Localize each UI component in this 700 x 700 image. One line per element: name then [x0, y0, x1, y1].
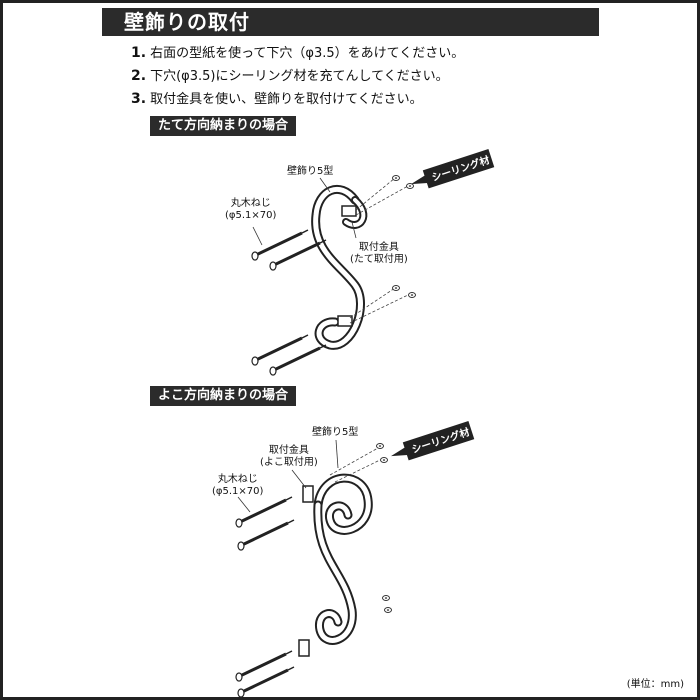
horizontal-hole-3 — [382, 595, 390, 601]
step-1-number: 1. — [131, 45, 147, 61]
section-label-horizontal: よこ方向納まりの場合 — [150, 386, 297, 406]
horizontal-hole-4 — [384, 607, 392, 613]
horizontal-screw-3 — [234, 649, 294, 683]
vertical-screw-1 — [250, 228, 310, 262]
page-title: 壁飾りの取付 — [102, 8, 599, 36]
vertical-bracket-note: (たて取付用) — [350, 254, 408, 265]
vertical-hole-2 — [406, 183, 414, 189]
horizontal-screw-1 — [234, 495, 294, 529]
vertical-hole-1 — [392, 175, 400, 181]
horizontal-diagram: シーリング材 — [234, 421, 475, 699]
vertical-scroll-fill — [313, 186, 363, 348]
horizontal-bracket-name: 取付金具 — [268, 445, 309, 456]
horizontal-bracket-top — [302, 485, 314, 503]
vertical-screw-name: 丸木ねじ — [230, 198, 271, 209]
horizontal-sealant-tube: シーリング材 — [390, 421, 475, 461]
vertical-screw-3 — [250, 333, 310, 367]
step-2: 2.下穴(φ3.5)にシーリング材を充てんしてください。 — [131, 68, 449, 85]
horizontal-bracket-note: (よこ取付用) — [260, 457, 318, 468]
horizontal-bracket-callout: 取付金具 (よこ取付用) — [260, 445, 318, 469]
vertical-bracket-callout: 取付金具 (たて取付用) — [350, 242, 408, 266]
horizontal-screw-name: 丸木ねじ — [217, 474, 258, 485]
unit-note: (単位：mm) — [626, 679, 684, 690]
horizontal-hole-2 — [380, 457, 388, 463]
step-3-text: 取付金具を使い、壁飾りを取付けてください。 — [150, 92, 423, 107]
vertical-bracket-name: 取付金具 — [358, 242, 399, 253]
vertical-bracket-top — [341, 205, 357, 217]
step-3-number: 3. — [131, 91, 147, 107]
vertical-hole-4 — [408, 292, 416, 298]
vertical-bracket-bottom — [337, 315, 353, 327]
step-2-text: 下穴(φ3.5)にシーリング材を充てんしてください。 — [150, 69, 449, 84]
vertical-sealant-tube: シーリング材 — [410, 149, 495, 189]
horizontal-product-label: 壁飾り5型 — [312, 427, 359, 438]
step-1-text: 右面の型紙を使って下穴（φ3.5）をあけてください。 — [150, 46, 465, 61]
vertical-screw-size: (φ5.1×70) — [225, 210, 277, 221]
vertical-product-label: 壁飾り5型 — [287, 166, 334, 177]
section-label-vertical: たて方向納まりの場合 — [150, 116, 297, 136]
horizontal-screw-callout: 丸木ねじ (φ5.1×70) — [212, 474, 263, 498]
horizontal-screw-size: (φ5.1×70) — [212, 486, 264, 497]
horizontal-scroll-fill — [315, 502, 355, 643]
vertical-hole-3 — [392, 285, 400, 291]
horizontal-screw-2 — [236, 518, 296, 552]
horizontal-hole-1 — [376, 443, 384, 449]
step-1: 1.右面の型紙を使って下穴（φ3.5）をあけてください。 — [131, 45, 464, 62]
step-3: 3.取付金具を使い、壁飾りを取付けてください。 — [131, 91, 423, 108]
step-2-number: 2. — [131, 68, 147, 84]
vertical-screw-callout: 丸木ねじ (φ5.1×70) — [225, 198, 276, 222]
horizontal-bracket-bottom — [298, 639, 310, 657]
